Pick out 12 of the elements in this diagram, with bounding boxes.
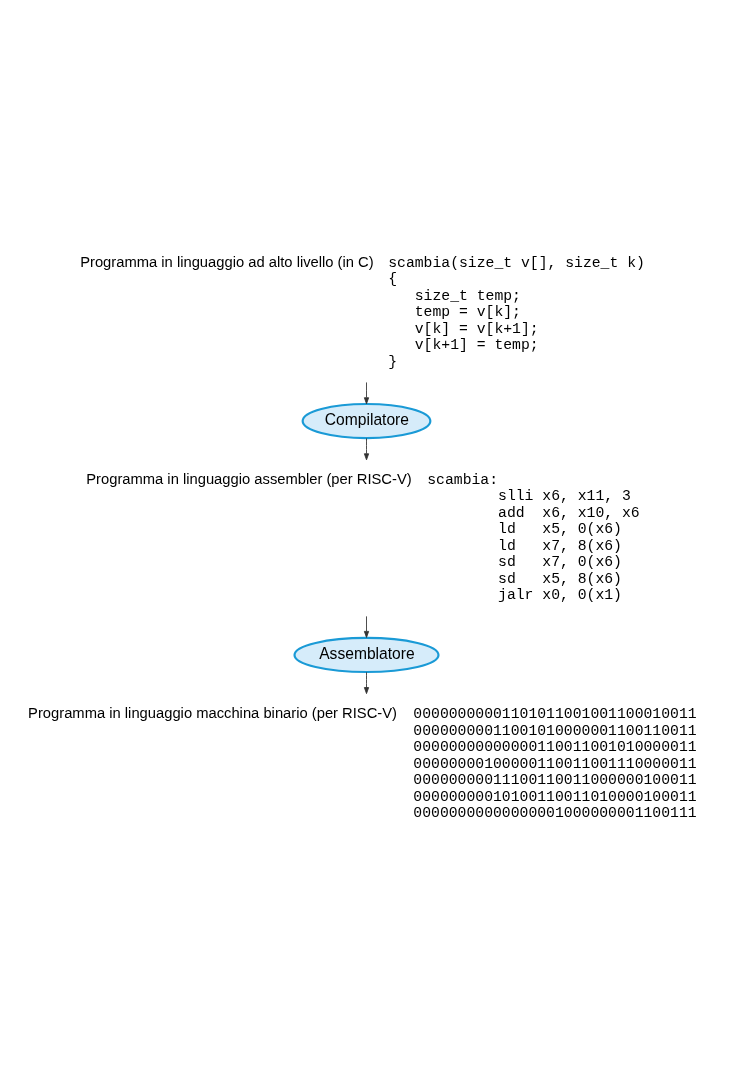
node-text: scambia(size_t v[], size_t k) { size_t temp; temp = v[k]; v[k] = v[k+1]; v[k+1] = temp; }: [388, 254, 645, 370]
node-ellipse: Assemblatore: [293, 636, 440, 673]
node-text: scambia: slli x6, x11, 3 add x6, x10, x6 ld x5, 0(x6) ld x7, 8(x6) sd x7, 0(x6) sd x5, 8(x6) jalr x0, 0(x1): [427, 471, 640, 603]
node-ellipse: Compilatore: [301, 402, 432, 439]
node-text: 00000000001101011001001100010011 00000000011001010000001100110011 00000000000000110011001010000011 00000000100000110011001110000011 00000000011100110011000000100011 00000000010100110011010000100011 00000000000000001000000001100111: [413, 705, 697, 821]
arrow: [363, 437, 370, 460]
node-label: Programma in linguaggio assembler (per RISC-V): [86, 470, 412, 487]
node-label: Programma in linguaggio macchina binario (per RISC-V): [28, 704, 398, 721]
node-label: Programma in linguaggio ad alto livello (in C): [80, 253, 374, 270]
arrow: [363, 671, 370, 694]
arrow: [363, 381, 370, 404]
arrow: [363, 615, 370, 638]
